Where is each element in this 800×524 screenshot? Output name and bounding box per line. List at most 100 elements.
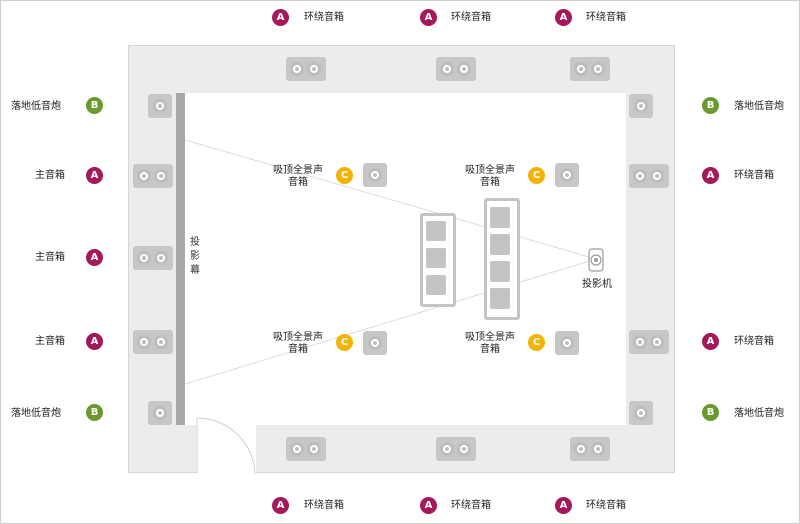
badge-c: C <box>528 334 545 351</box>
subwoofer-left-top <box>148 94 172 118</box>
badge-a: A <box>86 333 103 350</box>
driver-icon <box>137 169 151 183</box>
atmos-speaker-rear-right <box>555 331 579 355</box>
main-speaker-label: 主音箱 <box>35 170 65 181</box>
badge-c: C <box>336 334 353 351</box>
surround-speaker-right-2 <box>629 330 669 354</box>
driver-icon <box>154 169 168 183</box>
driver-icon <box>153 99 167 113</box>
surround-label: 环绕音箱 <box>734 170 774 181</box>
subwoofer-right-top <box>629 94 653 118</box>
surround-label: 环绕音箱 <box>451 12 491 23</box>
surround-label: 环绕音箱 <box>586 500 626 511</box>
driver-icon <box>137 335 151 349</box>
driver-icon <box>560 336 574 350</box>
door-opening <box>196 418 256 474</box>
driver-icon <box>290 62 304 76</box>
badge-a: A <box>702 167 719 184</box>
badge-c: C <box>336 167 353 184</box>
sofa-cushion <box>426 221 446 241</box>
driver-icon <box>574 62 588 76</box>
badge-a: A <box>86 249 103 266</box>
driver-icon <box>440 442 454 456</box>
badge-a: A <box>272 9 289 26</box>
driver-icon <box>457 62 471 76</box>
atmos-speaker-front-right <box>555 163 579 187</box>
main-speaker-left-3 <box>133 330 173 354</box>
atmos-speaker-front-left <box>363 163 387 187</box>
surround-speaker-right-1 <box>629 164 669 188</box>
sofa-cushion <box>490 207 510 228</box>
surround-label: 环绕音箱 <box>586 12 626 23</box>
driver-icon <box>368 168 382 182</box>
projector-icon <box>588 248 604 272</box>
driver-icon <box>368 336 382 350</box>
driver-icon <box>307 442 321 456</box>
badge-a: A <box>420 9 437 26</box>
surround-speaker-top-1 <box>286 57 326 81</box>
subwoofer-left-bottom <box>148 401 172 425</box>
projection-screen <box>176 93 185 425</box>
atmos-label: 吸顶全景声音箱 <box>465 332 515 355</box>
surround-speaker-top-2 <box>436 57 476 81</box>
surround-label: 环绕音箱 <box>304 500 344 511</box>
driver-icon <box>290 442 304 456</box>
surround-label: 环绕音箱 <box>734 336 774 347</box>
atmos-label: 吸顶全景声音箱 <box>273 165 323 188</box>
main-speaker-left-2 <box>133 246 173 270</box>
sofa-cushion <box>490 234 510 255</box>
driver-icon <box>440 62 454 76</box>
badge-b: B <box>86 97 103 114</box>
driver-icon <box>153 406 167 420</box>
atmos-label: 吸顶全景声音箱 <box>273 332 323 355</box>
badge-b: B <box>702 97 719 114</box>
badge-a: A <box>272 497 289 514</box>
main-speaker-label: 主音箱 <box>35 336 65 347</box>
sofa-cushion <box>426 248 446 268</box>
main-speaker-label: 主音箱 <box>35 252 65 263</box>
surround-speaker-bottom-1 <box>286 437 326 461</box>
badge-a: A <box>555 497 572 514</box>
driver-icon <box>633 169 647 183</box>
badge-b: B <box>702 404 719 421</box>
sofa-front <box>420 213 456 307</box>
surround-speaker-top-3 <box>570 57 610 81</box>
driver-icon <box>154 251 168 265</box>
driver-icon <box>154 335 168 349</box>
badge-a: A <box>555 9 572 26</box>
badge-a: A <box>702 333 719 350</box>
driver-icon <box>560 168 574 182</box>
driver-icon <box>457 442 471 456</box>
driver-icon <box>591 442 605 456</box>
badge-a: A <box>86 167 103 184</box>
sofa-cushion <box>490 261 510 282</box>
driver-icon <box>650 335 664 349</box>
atmos-label: 吸顶全景声音箱 <box>465 165 515 188</box>
room-floor <box>184 93 626 425</box>
driver-icon <box>650 169 664 183</box>
driver-icon <box>307 62 321 76</box>
sofa-cushion <box>426 275 446 295</box>
atmos-speaker-rear-left <box>363 331 387 355</box>
driver-icon <box>137 251 151 265</box>
badge-a: A <box>420 497 437 514</box>
driver-icon <box>634 406 648 420</box>
driver-icon <box>591 62 605 76</box>
main-speaker-left-1 <box>133 164 173 188</box>
surround-speaker-bottom-2 <box>436 437 476 461</box>
floor-sub-label: 落地低音炮 <box>734 101 784 112</box>
sofa-cushion <box>490 288 510 309</box>
badge-c: C <box>528 167 545 184</box>
sofa-rear <box>484 198 520 320</box>
driver-icon <box>574 442 588 456</box>
driver-icon <box>633 335 647 349</box>
projector-label: 投影机 <box>582 279 612 290</box>
floor-sub-label: 落地低音炮 <box>11 101 61 112</box>
floor-sub-label: 落地低音炮 <box>734 408 784 419</box>
surround-label: 环绕音箱 <box>451 500 491 511</box>
surround-label: 环绕音箱 <box>304 12 344 23</box>
badge-b: B <box>86 404 103 421</box>
floor-sub-label: 落地低音炮 <box>11 408 61 419</box>
screen-label: 投影幕 <box>190 237 200 276</box>
